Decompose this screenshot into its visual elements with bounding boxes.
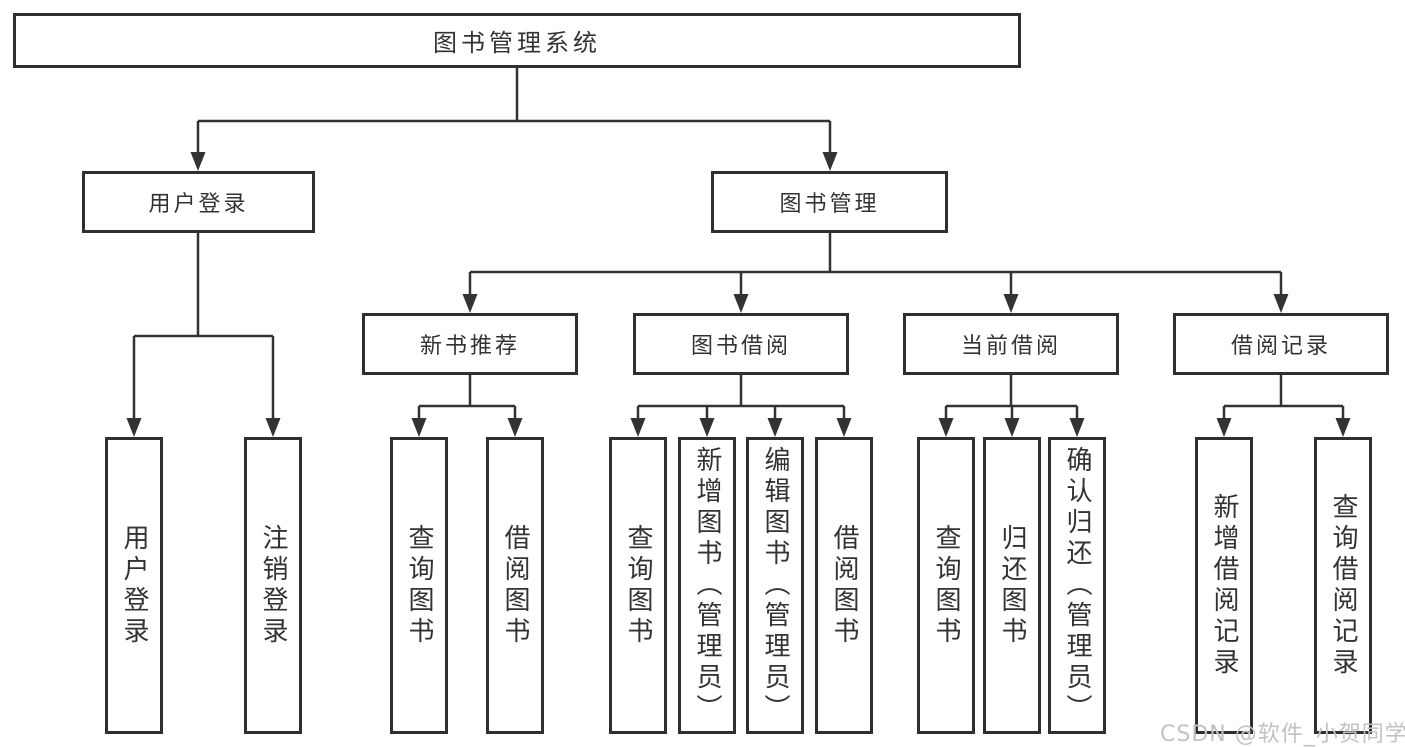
node-label: 当前借阅 xyxy=(960,334,1061,359)
node-borrow-record: 借阅记录 xyxy=(1173,313,1389,375)
leaf-label: 借阅图书 xyxy=(829,523,859,648)
arrowhead-icons xyxy=(126,152,1351,437)
leaf-label: 查询图书 xyxy=(931,523,961,648)
node-library-system: 图书管理系统 xyxy=(13,13,1021,68)
leaf-label: 新增图书（管理员） xyxy=(692,446,722,725)
node-book-borrow: 图书借阅 xyxy=(633,313,849,375)
node-label: 用户登录 xyxy=(148,192,249,217)
node-label: 借阅记录 xyxy=(1230,334,1331,359)
leaf-user-login: 用户登录 xyxy=(105,437,163,734)
leaf-label: 编辑图书（管理员） xyxy=(760,446,790,725)
node-user-login: 用户登录 xyxy=(82,171,315,233)
node-current-borrow: 当前借阅 xyxy=(903,313,1119,375)
leaf-label: 查询借阅记录 xyxy=(1328,492,1358,679)
leaf-label: 借阅图书 xyxy=(500,523,530,648)
leaf-label: 查询图书 xyxy=(623,523,653,648)
leaf-return-book: 归还图书 xyxy=(983,437,1041,734)
leaf-query-book-borrow: 查询图书 xyxy=(609,437,667,734)
node-label: 图书管理系统 xyxy=(433,29,601,57)
leaf-label: 确认归还（管理员） xyxy=(1062,446,1092,725)
node-new-book-recommend: 新书推荐 xyxy=(362,313,578,375)
leaf-query-borrow-record: 查询借阅记录 xyxy=(1314,437,1372,734)
leaf-edit-book-admin: 编辑图书（管理员） xyxy=(746,437,804,734)
node-book-management: 图书管理 xyxy=(711,171,948,233)
leaf-borrow-book-recommend: 借阅图书 xyxy=(486,437,544,734)
leaf-borrow-book: 借阅图书 xyxy=(815,437,873,734)
leaf-label: 用户登录 xyxy=(119,523,149,648)
leaf-confirm-return-admin: 确认归还（管理员） xyxy=(1048,437,1106,734)
node-label: 新书推荐 xyxy=(419,334,520,359)
csdn-watermark: CSDN @软件_小贺同学 xyxy=(1160,722,1405,747)
node-label: 图书管理 xyxy=(779,192,880,217)
leaf-label: 归还图书 xyxy=(997,523,1027,648)
leaf-query-book-current: 查询图书 xyxy=(917,437,975,734)
leaf-logout: 注销登录 xyxy=(244,437,302,734)
leaf-label: 查询图书 xyxy=(404,523,434,648)
leaf-add-borrow-record: 新增借阅记录 xyxy=(1195,437,1253,734)
leaf-add-book-admin: 新增图书（管理员） xyxy=(678,437,736,734)
leaf-query-book-recommend: 查询图书 xyxy=(390,437,448,734)
leaf-label: 注销登录 xyxy=(258,523,288,648)
node-label: 图书借阅 xyxy=(690,334,791,359)
leaf-label: 新增借阅记录 xyxy=(1209,492,1239,679)
